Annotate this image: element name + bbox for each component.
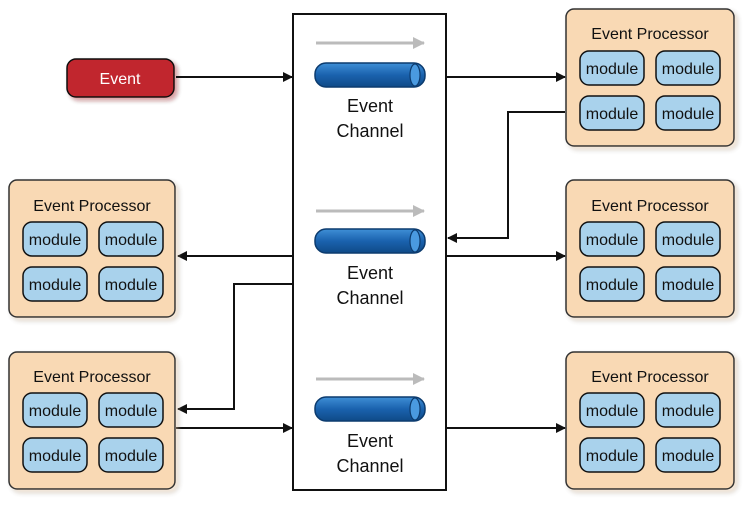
module-label: module — [586, 106, 639, 123]
module-label: module — [29, 277, 82, 294]
channel-pipe — [314, 228, 426, 254]
module-box — [579, 221, 645, 257]
module-box — [655, 221, 721, 257]
module-label: module — [29, 403, 82, 420]
module-label: module — [105, 232, 158, 249]
module-label: module — [662, 106, 715, 123]
module-label: module — [586, 448, 639, 465]
channel-label-line2: Channel — [336, 121, 403, 141]
event-processor-right-mid: Event Processor module module module mod… — [565, 179, 735, 318]
initial-event: Event — [66, 58, 175, 98]
module-label: module — [662, 61, 715, 78]
processor-title: Event Processor — [33, 198, 151, 215]
module-label: module — [586, 277, 639, 294]
event-processor-left-bottom: Event Processor module module module mod… — [8, 351, 176, 490]
module-label: module — [662, 277, 715, 294]
module-box — [579, 392, 645, 428]
arrow-channel2-to-left-bottom — [177, 283, 292, 414]
channel-label-line1: Event — [347, 96, 393, 116]
module-label: module — [662, 232, 715, 249]
module-box — [98, 221, 164, 257]
module-box — [98, 266, 164, 302]
processor-title: Event Processor — [591, 26, 709, 43]
processor-title: Event Processor — [591, 198, 709, 215]
module-label: module — [586, 61, 639, 78]
module-box — [579, 95, 645, 131]
module-box — [655, 437, 721, 473]
module-box — [22, 266, 88, 302]
channel-pipe — [314, 396, 426, 422]
event-box — [66, 58, 175, 98]
channel-label-line2: Channel — [336, 288, 403, 308]
event-channel-2: Event Channel — [314, 205, 426, 308]
module-box — [655, 95, 721, 131]
module-label: module — [105, 277, 158, 294]
module-box — [579, 437, 645, 473]
channel-label-line1: Event — [347, 431, 393, 451]
processor-title: Event Processor — [33, 369, 151, 386]
module-label: module — [586, 403, 639, 420]
connectors — [176, 72, 566, 433]
module-box — [655, 50, 721, 86]
module-box — [98, 437, 164, 473]
module-box — [579, 50, 645, 86]
module-label: module — [662, 448, 715, 465]
module-label: module — [105, 403, 158, 420]
module-box — [98, 392, 164, 428]
module-label: module — [586, 232, 639, 249]
module-label: module — [29, 448, 82, 465]
module-box — [22, 392, 88, 428]
module-box — [655, 266, 721, 302]
processor-title: Event Processor — [591, 369, 709, 386]
module-box — [22, 437, 88, 473]
event-processor-right-top: Event Processor module module module mod… — [565, 8, 735, 147]
module-box — [579, 266, 645, 302]
event-processor-right-bottom: Event Processor module module module mod… — [565, 351, 735, 490]
event-processor-left-mid: Event Processor module module module mod… — [8, 179, 176, 318]
event-channel-3: Event Channel — [314, 373, 426, 476]
module-label: module — [662, 403, 715, 420]
module-box — [22, 221, 88, 257]
channel-pipe — [314, 62, 426, 88]
module-label: module — [105, 448, 158, 465]
event-label: Event — [100, 71, 141, 88]
module-label: module — [29, 232, 82, 249]
module-box — [655, 392, 721, 428]
event-channel-1: Event Channel — [314, 37, 426, 141]
channel-label-line1: Event — [347, 263, 393, 283]
arrow-right-top-to-channel2 — [447, 111, 565, 243]
channel-label-line2: Channel — [336, 456, 403, 476]
